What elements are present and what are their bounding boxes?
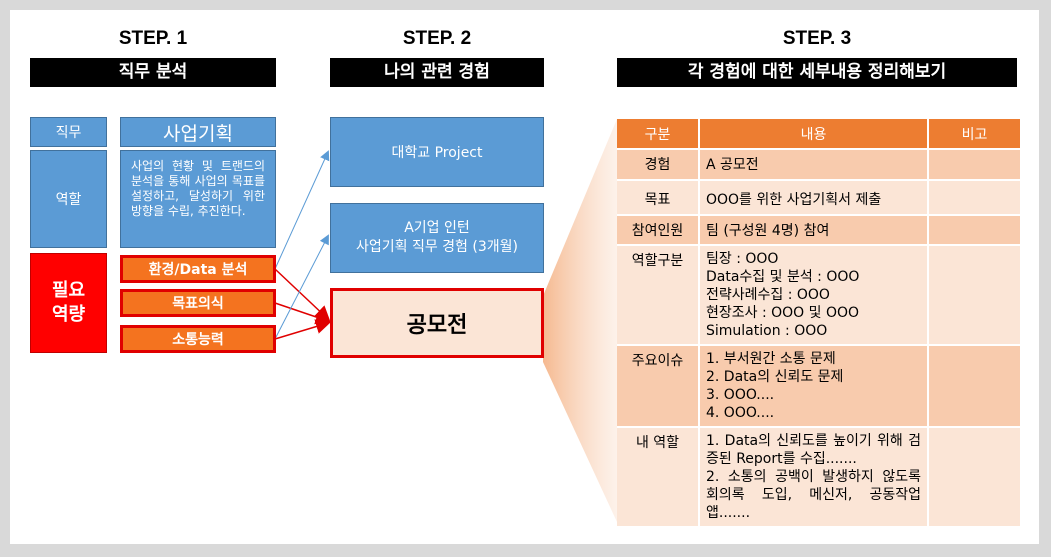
role-label: 역할 <box>30 150 107 248</box>
header-content: 내용 <box>699 119 929 149</box>
competency-goal-orientation: 목표의식 <box>120 289 276 317</box>
experience-internship: A기업 인턴 사업기획 직무 경험 (3개월) <box>330 203 544 273</box>
row-note <box>928 426 1020 526</box>
step2-label: STEP. 2 <box>402 28 472 49</box>
competency-communication: 소통능력 <box>120 325 276 353</box>
table-row: 역할구분 팀장 : OOO Data수집 및 분석 : OOO 전략사례수집 :… <box>617 244 1020 345</box>
fan-wedge <box>543 119 617 522</box>
arrow-data-to-project <box>274 150 330 270</box>
row-note <box>928 344 1020 427</box>
row-note <box>928 148 1020 180</box>
table-row: 경험 A 공모전 <box>617 148 1020 180</box>
step1-label: STEP. 1 <box>118 28 188 49</box>
table-row: 주요이슈 1. 부서원간 소통 문제 2. Data의 신뢰도 문제 3. OO… <box>617 344 1020 427</box>
job-value: 사업기획 <box>120 117 276 147</box>
row-content: A 공모전 <box>699 148 929 180</box>
row-label: 내 역할 <box>617 426 700 526</box>
competency-data-analysis: 환경/Data 분석 <box>120 255 276 283</box>
step1-bar: 직무 분석 <box>30 58 276 87</box>
row-content: 팀장 : OOO Data수집 및 분석 : OOO 전략사례수집 : OOO … <box>699 244 929 345</box>
role-value: 사업의 현황 및 트랜드의 분석을 통해 사업의 목표를 설정하고, 달성하기 … <box>120 150 276 248</box>
experience-university-project: 대학교 Project <box>330 117 544 187</box>
row-label: 목표 <box>617 179 700 215</box>
row-content: 팀 (구성원 4명) 참여 <box>699 214 929 245</box>
table-row: 목표 OOO를 위한 사업기획서 제출 <box>617 179 1020 215</box>
step3-label: STEP. 3 <box>782 28 852 49</box>
arrow-comm-to-intern <box>274 234 329 340</box>
arrow-goal-to-contest <box>274 302 331 325</box>
required-competency-label: 필요 역량 <box>30 253 107 353</box>
row-content: 1. 부서원간 소통 문제 2. Data의 신뢰도 문제 3. OOO....… <box>699 344 929 427</box>
row-label: 경험 <box>617 148 700 180</box>
header-note: 비고 <box>928 119 1020 149</box>
row-label: 참여인원 <box>617 214 700 245</box>
step2-bar: 나의 관련 경험 <box>330 58 544 87</box>
row-label: 주요이슈 <box>617 344 700 427</box>
job-label: 직무 <box>30 117 107 147</box>
diagram-canvas: STEP. 1 STEP. 2 STEP. 3 직무 분석 나의 관련 경험 각… <box>10 10 1039 544</box>
row-content: 1. Data의 신뢰도를 높이기 위해 검증된 Report를 수집.....… <box>699 426 929 526</box>
row-note <box>928 214 1020 245</box>
connectors <box>274 119 617 522</box>
experience-contest-selected: 공모전 <box>330 288 544 358</box>
arrow-comm-to-contest <box>274 319 331 340</box>
header-category: 구분 <box>617 119 700 149</box>
table-row: 내 역할 1. Data의 신뢰도를 높이기 위해 검증된 Report를 수집… <box>617 426 1020 526</box>
row-note <box>928 179 1020 215</box>
row-content: OOO를 위한 사업기획서 제출 <box>699 179 929 215</box>
row-label: 역할구분 <box>617 244 700 345</box>
table-row: 참여인원 팀 (구성원 4명) 참여 <box>617 214 1020 245</box>
experience-detail-table: 구분 내용 비고 경험 A 공모전 목표 OOO를 위한 사업기획서 제출 참여… <box>617 119 1020 526</box>
step3-bar: 각 경험에 대한 세부내용 정리해보기 <box>617 58 1017 87</box>
row-note <box>928 244 1020 345</box>
